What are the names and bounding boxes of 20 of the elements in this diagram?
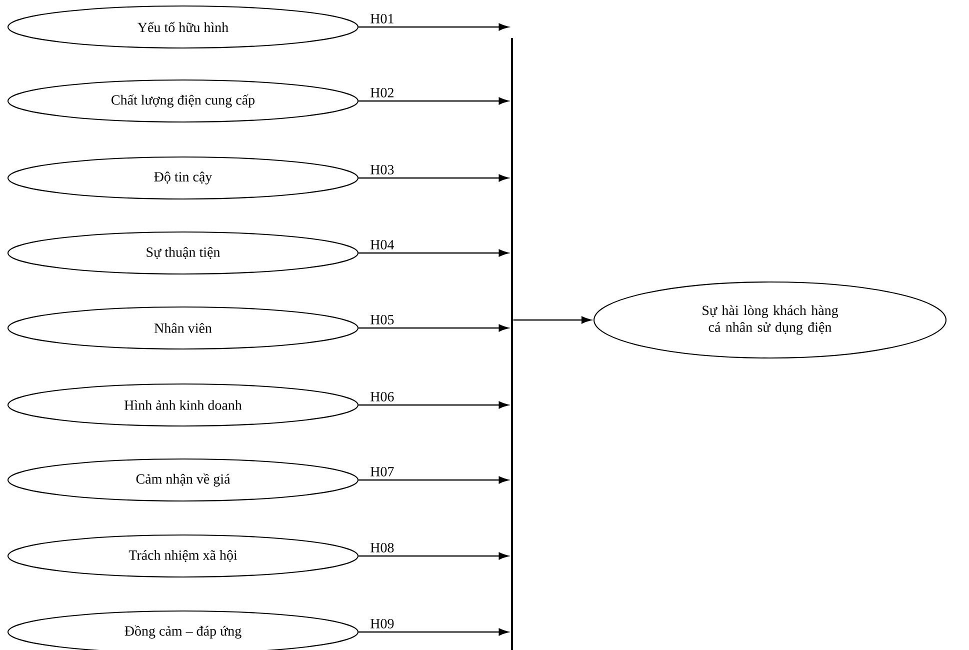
vertical-line bbox=[511, 38, 513, 650]
edge-label: H07 bbox=[368, 466, 396, 478]
edge-label: H08 bbox=[368, 542, 396, 554]
arrow bbox=[358, 324, 508, 332]
arrow bbox=[358, 249, 508, 257]
arrow bbox=[358, 401, 508, 409]
arrow bbox=[358, 552, 508, 560]
edge-label: H05 bbox=[368, 314, 396, 326]
edge-label: H04 bbox=[368, 238, 396, 251]
edge-label: H02 bbox=[368, 86, 396, 99]
edge-label: H01 bbox=[368, 12, 396, 25]
arrow bbox=[358, 174, 508, 182]
arrow bbox=[358, 97, 508, 105]
arrow bbox=[358, 628, 508, 636]
edge-label: H09 bbox=[368, 618, 396, 630]
arrow bbox=[358, 476, 508, 484]
edge-label: H03 bbox=[368, 164, 396, 176]
arrow bbox=[513, 316, 592, 324]
arrow bbox=[358, 23, 508, 31]
edge-label: H06 bbox=[368, 390, 396, 403]
